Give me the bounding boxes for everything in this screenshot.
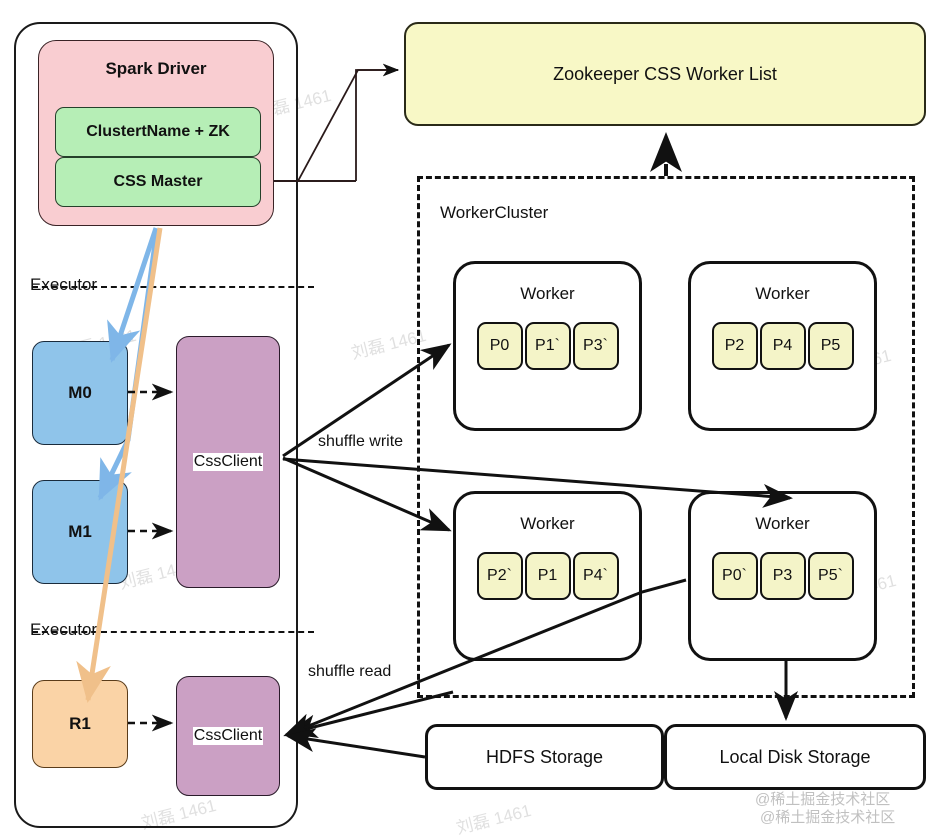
executor-divider <box>32 286 314 288</box>
local-disk-storage-box[interactable]: Local Disk Storage <box>664 724 926 790</box>
hdfs-storage-box[interactable]: HDFS Storage <box>425 724 664 790</box>
watermark-brand: @稀土掘金技术社区 <box>755 791 891 808</box>
edge-label-shuffle-write: shuffle write <box>318 433 404 450</box>
partition-chip[interactable]: P1` <box>524 322 571 370</box>
partition-chip[interactable]: P5` <box>807 552 854 600</box>
partition-chip[interactable]: P2 <box>711 322 758 370</box>
worker-title: Worker <box>755 514 810 533</box>
partition-chip[interactable]: P4` <box>572 552 619 600</box>
map-task-m1[interactable]: M1 <box>32 480 128 584</box>
edge-label-shuffle-read: shuffle read <box>308 663 392 680</box>
worker-node[interactable]: Worker P2` P1 P4` <box>453 491 642 661</box>
css-client-upper[interactable]: CssClient <box>176 336 280 588</box>
reduce-task-r1[interactable]: R1 <box>32 680 128 768</box>
worker-title: Worker <box>520 284 575 303</box>
css-client-lower[interactable]: CssClient <box>176 676 280 796</box>
worker-node[interactable]: Worker P0` P3 P5` <box>688 491 877 661</box>
spark-driver-title: Spark Driver <box>105 59 207 78</box>
worker-node[interactable]: Worker P0 P1` P3` <box>453 261 642 431</box>
css-client-label: CssClient <box>192 452 264 472</box>
partition-chip[interactable]: P3` <box>572 322 619 370</box>
partition-chip[interactable]: P2` <box>476 552 523 600</box>
partition-chip[interactable]: P3 <box>759 552 806 600</box>
executor-label: Executor <box>30 620 98 639</box>
driver-component-css-master[interactable]: CSS Master <box>55 157 261 207</box>
driver-component-cluster-name-zk[interactable]: ClustertName + ZK <box>55 107 261 157</box>
worker-title: Worker <box>755 284 810 303</box>
partition-chip[interactable]: P4 <box>759 322 806 370</box>
css-client-label: CssClient <box>192 726 264 746</box>
partition-row: P0` P3 P5` <box>691 552 874 600</box>
worker-cluster-title: WorkerCluster <box>440 203 549 222</box>
map-task-m0[interactable]: M0 <box>32 341 128 445</box>
partition-row: P0 P1` P3` <box>456 322 639 370</box>
spark-driver-box[interactable]: Spark Driver ClustertName + ZK CSS Maste… <box>38 40 274 226</box>
watermark-user: 刘磊 1461 <box>454 800 534 836</box>
worker-title: Worker <box>520 514 575 533</box>
partition-row: P2 P4 P5 <box>691 322 874 370</box>
executor-divider <box>32 631 314 633</box>
partition-chip[interactable]: P5 <box>807 322 854 370</box>
partition-chip[interactable]: P1 <box>524 552 571 600</box>
executor-label: Executor <box>30 275 98 294</box>
partition-chip[interactable]: P0 <box>476 322 523 370</box>
worker-node[interactable]: Worker P2 P4 P5 <box>688 261 877 431</box>
watermark-brand: @稀土掘金技术社区 <box>760 809 896 826</box>
partition-row: P2` P1 P4` <box>456 552 639 600</box>
partition-chip[interactable]: P0` <box>711 552 758 600</box>
zookeeper-worker-list-box[interactable]: Zookeeper CSS Worker List <box>404 22 926 126</box>
